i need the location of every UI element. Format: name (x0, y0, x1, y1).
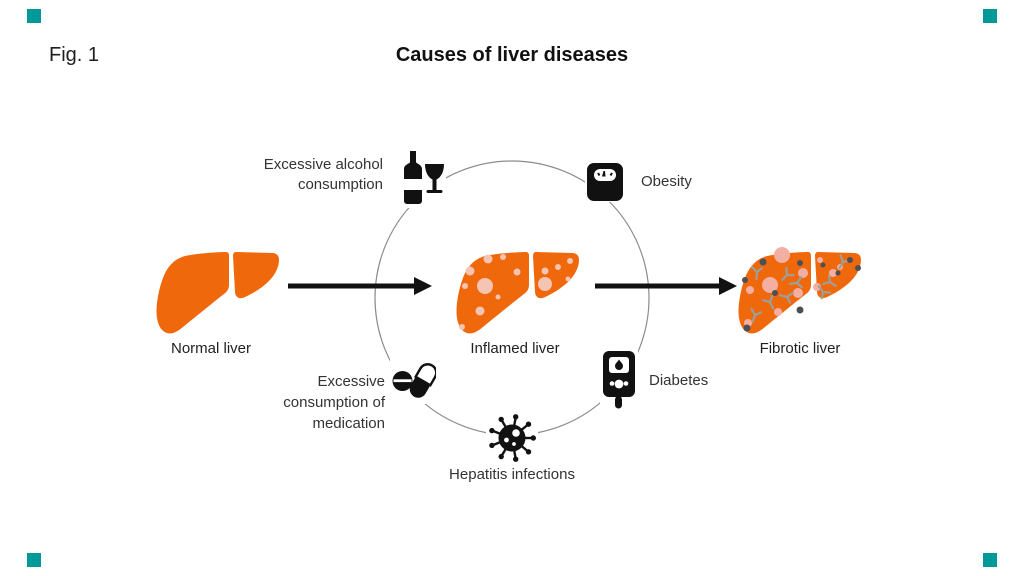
diabetes-label: Diabetes (649, 372, 709, 389)
fibrotic-liver-illustration (738, 247, 861, 334)
fibrotic-liver-label: Fibrotic liver (759, 340, 841, 357)
inflamed-liver-label: Inflamed liver (470, 340, 560, 357)
alcohol-label: Excessive alcohol consumption (263, 156, 383, 193)
pills-icon (390, 358, 438, 404)
figure-number: Fig. 1 (49, 44, 100, 66)
normal-liver-illustration (156, 251, 279, 334)
weighing-scale-icon (585, 161, 625, 202)
arrow-normal-to-inflamed (288, 277, 432, 295)
figure-title: Causes of liver diseases (395, 44, 629, 66)
corner-marker-top-right (983, 9, 997, 23)
medication-label: Excessive consumption of medication (283, 373, 385, 432)
arrow-inflamed-to-fibrotic (595, 277, 737, 295)
glucose-meter-icon (600, 348, 638, 412)
corner-marker-top-left (27, 9, 41, 23)
hepatitis-label: Hepatitis infections (449, 466, 575, 483)
virus-icon (486, 412, 538, 464)
inflamed-liver-illustration (456, 251, 579, 334)
alcohol-icon (396, 148, 446, 208)
corner-marker-bottom-left (27, 553, 41, 567)
obesity-label: Obesity (641, 173, 692, 190)
corner-marker-bottom-right (983, 553, 997, 567)
normal-liver-label: Normal liver (170, 340, 251, 357)
